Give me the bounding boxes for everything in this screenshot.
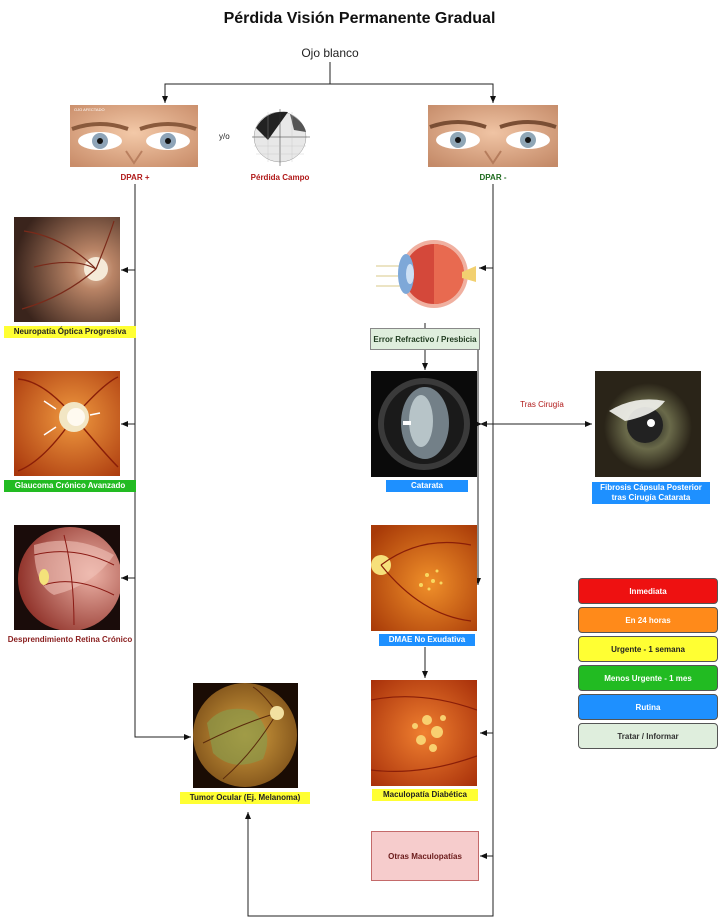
error-refractivo-box: Error Refractivo / Presbicia [370,328,480,350]
tumor-fundus-photo [193,683,298,788]
desprendimiento-fundus-photo [14,525,120,630]
dpar-neg-eyes-photo [428,105,558,167]
maculopatia-diabetica-label: Maculopatía Diabética [372,789,478,801]
otras-maculopatias-box: Otras Maculopatías [371,831,479,881]
legend-item: Tratar / Informar [578,723,718,749]
glaucoma-label: Glaucoma Crónico Avanzado [4,480,136,492]
page-title: Pérdida Visión Permanente Gradual [223,10,496,27]
dmae-label: DMAE No Exudativa [379,634,475,646]
fibrosis-photo [595,371,701,477]
fibrosis-label: Fibrosis Cápsula Posterior tras Cirugía … [592,482,710,504]
dmae-fundus-photo [371,525,477,631]
connector-root-left [162,62,331,103]
legend-item: Menos Urgente - 1 mes [578,665,718,691]
tumor-label: Tumor Ocular (Ej. Melanoma) [180,792,310,804]
root-node: Ojo blanco [301,46,359,60]
yo-label: y/o [219,132,230,141]
connector-error-to-dmae [475,346,481,585]
photo-caption: OJO AFECTADO [74,107,105,112]
catarata-label: Catarata [386,480,468,492]
eye-anatomy-diagram [376,226,476,323]
maculopatia-diabetica-photo [371,680,477,786]
catarata-photo [371,371,477,477]
dpar-pos-eyes-photo: OJO AFECTADO [70,105,198,167]
legend-item: Urgente - 1 semana [578,636,718,662]
glaucoma-fundus-photo [14,371,120,476]
connector-root-right [330,83,496,103]
legend-item: Inmediata [578,578,718,604]
legend-item: Rutina [578,694,718,720]
legend-item: En 24 horas [578,607,718,633]
visual-field-chart [248,106,312,168]
desprendimiento-label: Desprendimiento Retina Crónico [7,635,133,644]
neuropatia-label: Neuropatía Óptica Progresiva [4,326,136,338]
dpar-pos-label: DPAR + [120,173,150,182]
tras-cirugia-label: Tras Cirugía [520,400,564,409]
dpar-neg-label: DPAR - [479,173,507,182]
perdida-campo-label: Pérdida Campo [250,173,310,182]
connector-left-trunk [134,184,191,740]
neuropatia-fundus-photo [14,217,120,322]
